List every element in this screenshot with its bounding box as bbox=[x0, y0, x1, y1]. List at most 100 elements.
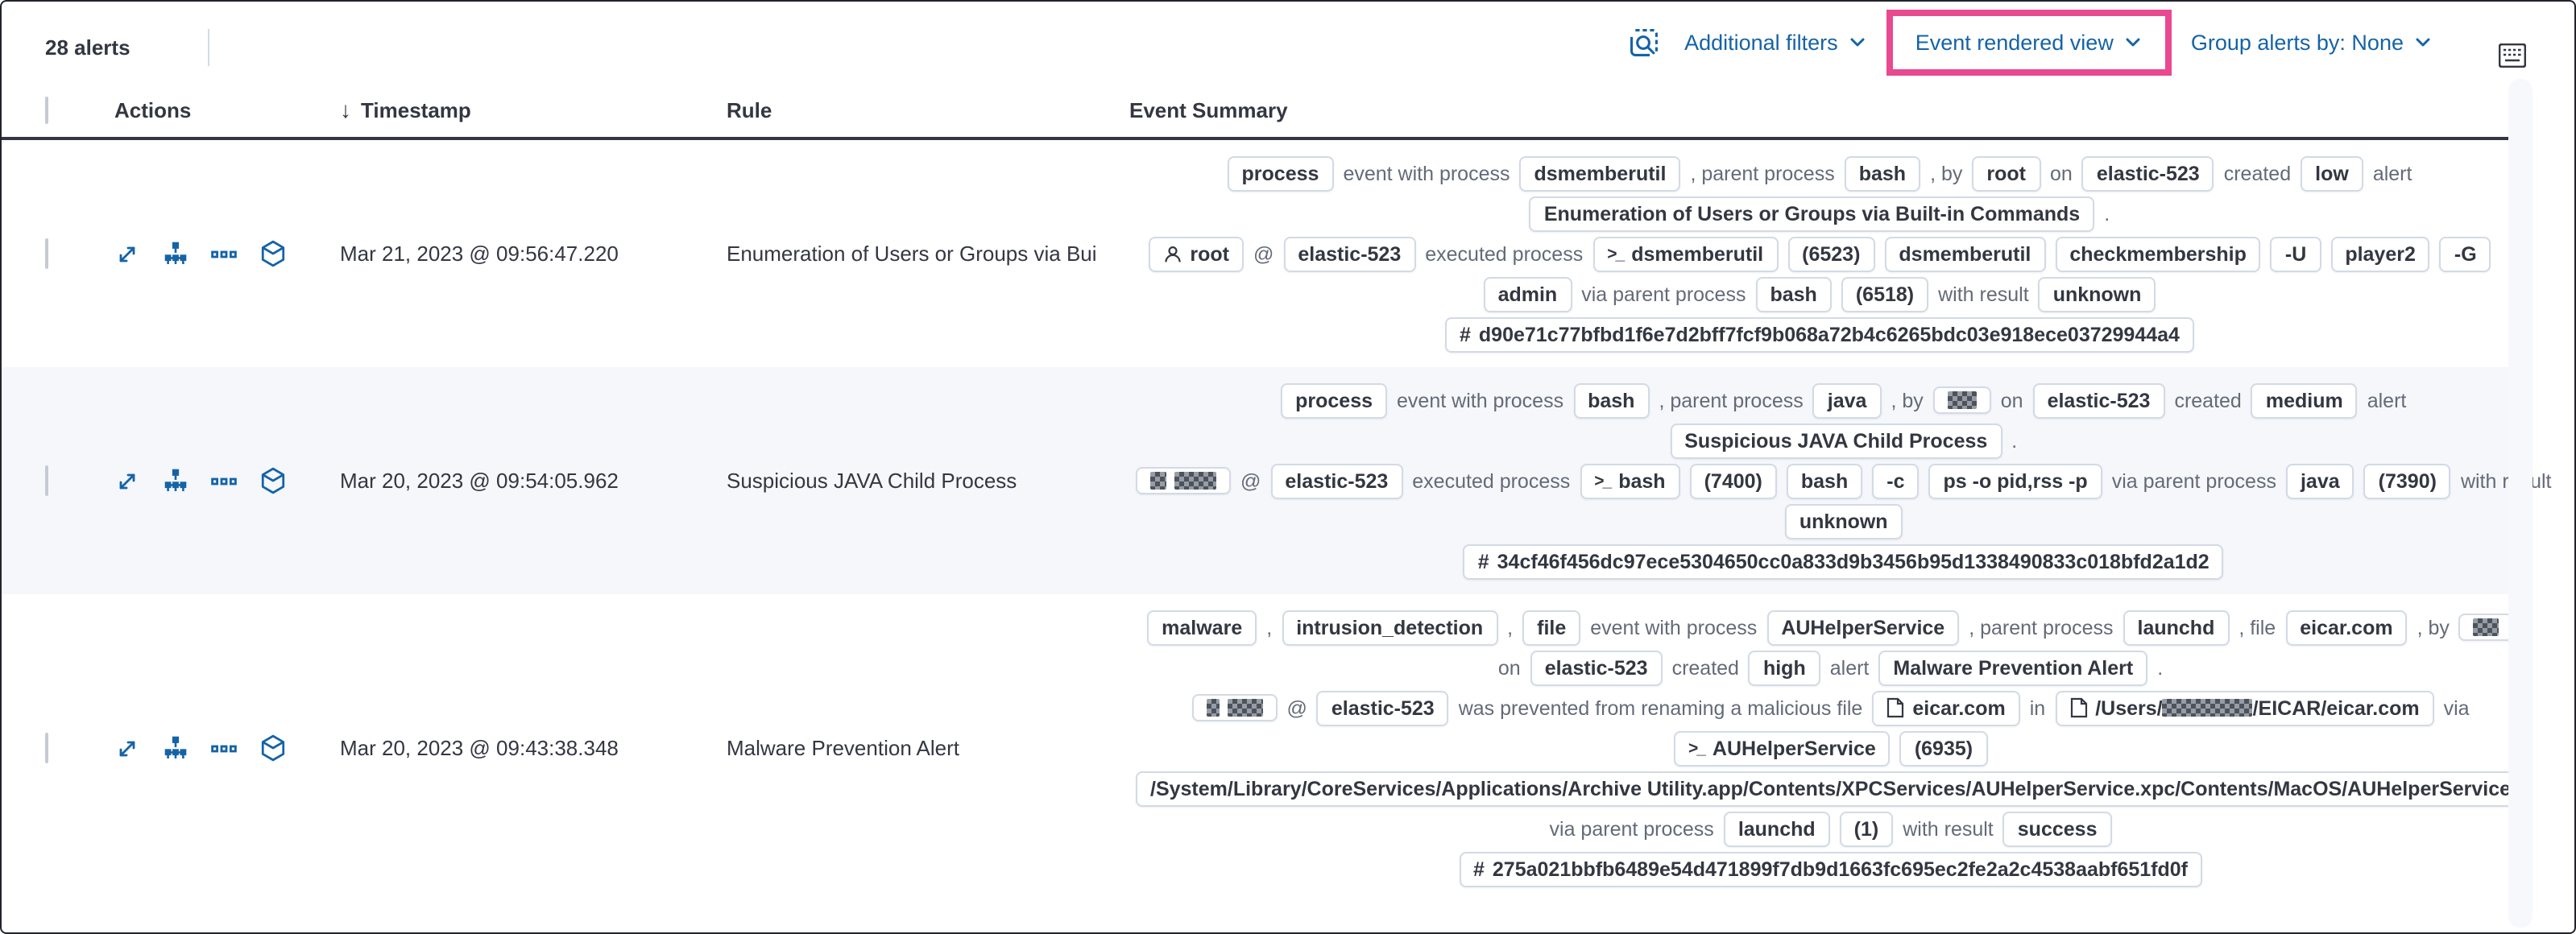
summary-badge[interactable]: #275a021bbfb6489e54d471899f7db9d1663fc69… bbox=[1459, 851, 2203, 886]
summary-badge[interactable]: Suspicious JAVA Child Process bbox=[1670, 423, 2002, 458]
summary-text: , file bbox=[2238, 616, 2276, 639]
summary-badge[interactable]: dsmemberutil bbox=[1519, 155, 1681, 191]
row-checkbox[interactable] bbox=[45, 732, 48, 762]
summary-badge[interactable]: bash bbox=[1755, 276, 1832, 312]
expand-alert-icon[interactable] bbox=[114, 468, 140, 494]
summary-badge[interactable]: launchd bbox=[2123, 610, 2230, 645]
badge-content: (1) bbox=[1853, 817, 1879, 840]
badge-content: root bbox=[1190, 242, 1229, 265]
summary-badge[interactable]: file bbox=[1522, 610, 1581, 645]
summary-badge[interactable]: #34cf46f456dc97ece5304650cc0a833d9b3456b… bbox=[1463, 543, 2224, 579]
session-view-icon[interactable] bbox=[259, 467, 287, 494]
summary-badge[interactable]: >_bash bbox=[1580, 463, 1680, 498]
badge-content: AUHelperService bbox=[1781, 616, 1945, 639]
sort-descending-icon: ↓ bbox=[340, 97, 351, 122]
more-actions-icon[interactable] bbox=[211, 735, 237, 761]
inspect-icon[interactable] bbox=[1628, 27, 1659, 57]
summary-badge[interactable]: elastic-523 bbox=[1270, 463, 1403, 498]
summary-badge[interactable]: dsmemberutil bbox=[1884, 236, 2046, 271]
summary-badge[interactable]: medium bbox=[2251, 382, 2358, 418]
summary-badge[interactable]: /System/Library/CoreServices/Application… bbox=[1136, 771, 2526, 806]
summary-badge[interactable]: low bbox=[2301, 155, 2363, 191]
summary-badge[interactable]: (7400) bbox=[1689, 463, 1777, 498]
analyze-event-icon[interactable] bbox=[163, 735, 188, 761]
expand-alert-icon[interactable] bbox=[114, 735, 140, 761]
summary-badge[interactable]: eicar.com bbox=[2285, 610, 2408, 645]
summary-badge[interactable]: Enumeration of Users or Groups via Built… bbox=[1529, 196, 2095, 231]
summary-badge[interactable]: -c bbox=[1872, 463, 1920, 498]
badge-content: bash bbox=[1858, 162, 1907, 184]
rule-cell: Suspicious JAVA Child Process bbox=[727, 469, 1017, 493]
summary-badge[interactable]: #d90e71c77bfbd1f6e7d2bff7fcf9b068a72b4c6… bbox=[1445, 316, 2194, 352]
summary-badge[interactable] bbox=[2458, 614, 2514, 641]
summary-badge[interactable]: launchd bbox=[1723, 811, 1830, 846]
summary-badge[interactable]: /Users//EICAR/eicar.com bbox=[2055, 690, 2434, 725]
summary-badge[interactable]: eicar.com bbox=[1872, 690, 2020, 725]
summary-badge[interactable]: (1) bbox=[1839, 811, 1894, 846]
summary-badge[interactable]: Malware Prevention Alert bbox=[1878, 650, 2148, 685]
summary-badge[interactable]: bash bbox=[1786, 463, 1863, 498]
session-view-icon[interactable] bbox=[259, 240, 287, 267]
keyboard-icon[interactable] bbox=[2499, 43, 2526, 68]
summary-badge[interactable]: unknown bbox=[1784, 503, 1903, 539]
table-header-row: Actions ↓Timestamp Rule Event Summary bbox=[2, 82, 2510, 140]
more-actions-icon[interactable] bbox=[211, 468, 237, 494]
badge-content: launchd bbox=[2137, 616, 2215, 639]
analyze-event-icon[interactable] bbox=[163, 468, 188, 494]
summary-badge[interactable]: malware bbox=[1147, 610, 1257, 645]
summary-badge[interactable]: AUHelperService bbox=[1766, 610, 1960, 645]
additional-filters-button[interactable]: Additional filters bbox=[1678, 30, 1874, 54]
badge-content: dsmemberutil bbox=[1631, 242, 1764, 265]
summary-badge[interactable] bbox=[1136, 467, 1231, 494]
summary-badge[interactable]: unknown bbox=[2038, 276, 2156, 312]
summary-badge[interactable]: root bbox=[1148, 236, 1244, 271]
summary-badge[interactable]: process bbox=[1281, 382, 1388, 418]
badge-content: /Users//EICAR/eicar.com bbox=[2095, 695, 2419, 721]
summary-text: via parent process bbox=[1549, 817, 1714, 840]
summary-badge[interactable]: elastic-523 bbox=[1316, 690, 1449, 725]
summary-badge[interactable]: (6935) bbox=[1899, 730, 1988, 766]
summary-badge[interactable]: player2 bbox=[2330, 236, 2430, 271]
summary-badge[interactable]: bash bbox=[1844, 155, 1921, 191]
summary-badge[interactable]: -U bbox=[2270, 236, 2321, 271]
summary-badge[interactable]: elastic-523 bbox=[1283, 236, 1416, 271]
row-checkbox[interactable] bbox=[45, 465, 48, 495]
summary-badge[interactable]: elastic-523 bbox=[2081, 155, 2214, 191]
group-alerts-by-button[interactable]: Group alerts by: None bbox=[2185, 30, 2439, 54]
column-header-timestamp[interactable]: ↓Timestamp bbox=[340, 97, 471, 122]
summary-badge[interactable]: success bbox=[2002, 811, 2112, 846]
summary-badge[interactable]: (6518) bbox=[1841, 276, 1929, 312]
badge-content: Suspicious JAVA Child Process bbox=[1684, 429, 1988, 452]
row-checkbox[interactable] bbox=[45, 238, 48, 268]
session-view-icon[interactable] bbox=[259, 734, 287, 762]
summary-badge[interactable]: intrusion_detection bbox=[1282, 610, 1498, 645]
summary-badge[interactable]: >_AUHelperService bbox=[1673, 730, 1891, 766]
summary-line: unknown bbox=[1136, 502, 2552, 539]
expand-alert-icon[interactable] bbox=[114, 241, 140, 267]
vertical-scrollbar[interactable] bbox=[2508, 79, 2533, 928]
summary-badge[interactable]: checkmembership bbox=[2055, 236, 2261, 271]
more-actions-icon[interactable] bbox=[211, 241, 237, 267]
summary-badge[interactable]: high bbox=[1748, 650, 1820, 685]
summary-badge[interactable]: >_dsmemberutil bbox=[1592, 236, 1779, 271]
summary-badge[interactable]: (6523) bbox=[1787, 236, 1875, 271]
summary-badge[interactable] bbox=[1191, 694, 1278, 721]
summary-badge[interactable]: ps -o pid,rss -p bbox=[1928, 463, 2102, 498]
summary-badge[interactable] bbox=[1932, 386, 1991, 414]
view-selector-label: Event rendered view bbox=[1915, 30, 2114, 54]
summary-badge[interactable]: elastic-523 bbox=[2032, 382, 2165, 418]
summary-badge[interactable]: -G bbox=[2439, 236, 2491, 271]
view-selector-button[interactable]: Event rendered view bbox=[1909, 30, 2149, 54]
summary-badge[interactable]: admin bbox=[1483, 276, 1572, 312]
summary-badge[interactable]: root bbox=[1972, 155, 2041, 191]
summary-badge[interactable]: java bbox=[2285, 463, 2354, 498]
select-all-checkbox[interactable] bbox=[45, 96, 48, 123]
summary-badge[interactable]: (7390) bbox=[2363, 463, 2451, 498]
summary-badge[interactable]: process bbox=[1227, 155, 1334, 191]
summary-badge[interactable]: java bbox=[1812, 382, 1882, 418]
summary-badge[interactable]: elastic-523 bbox=[1530, 650, 1663, 685]
redacted-text bbox=[1947, 391, 1977, 409]
summary-badge[interactable]: bash bbox=[1573, 382, 1650, 418]
analyze-event-icon[interactable] bbox=[163, 241, 188, 267]
